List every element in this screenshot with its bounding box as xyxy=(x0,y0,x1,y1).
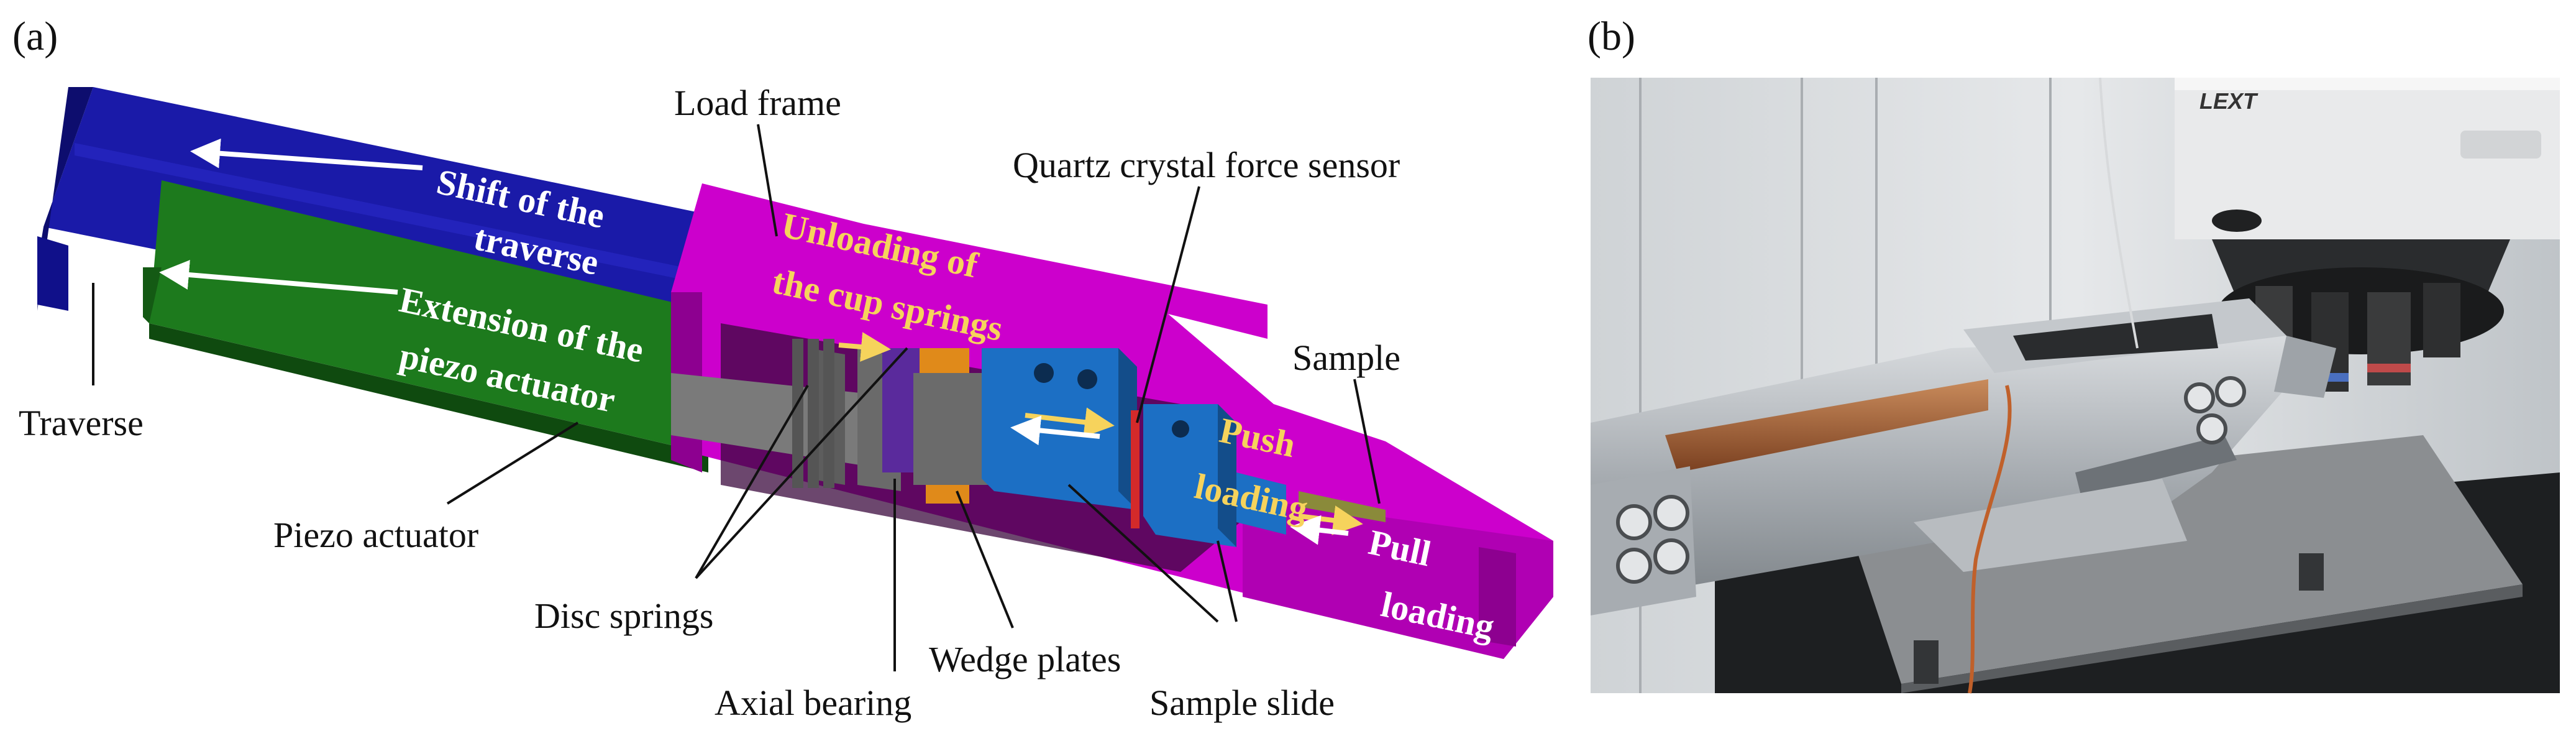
post-1 xyxy=(1914,640,1939,684)
gear-rack xyxy=(2075,435,2237,497)
label-traverse: Traverse xyxy=(19,403,144,443)
sensor-cable xyxy=(1968,385,2012,694)
leader-sample-slide-2 xyxy=(1217,540,1238,622)
testing-device xyxy=(1591,298,2336,615)
panel-b-photo: (b) LEXT xyxy=(1587,14,2560,694)
leader-quartz-sensor xyxy=(1136,186,1200,423)
leader-sample-slide-1 xyxy=(1067,484,1219,623)
label-sample-slide: Sample slide xyxy=(1149,683,1335,723)
piezo-actuator-bar xyxy=(143,180,708,472)
label-wedge-plates: Wedge plates xyxy=(929,639,1121,679)
label-sample: Sample xyxy=(1292,338,1400,378)
stage-plate-shadow xyxy=(1901,584,2523,693)
panel-b-label: (b) xyxy=(1587,14,1635,59)
label-load-frame: Load frame xyxy=(674,83,841,123)
label-quartz-sensor: Quartz crystal force sensor xyxy=(1013,145,1400,185)
push-arrow-white xyxy=(1010,415,1100,446)
extension-arrow xyxy=(159,260,398,295)
panel-a-cad-diagram: (a) xyxy=(12,14,1553,723)
leader-piezo-actuator xyxy=(446,421,579,505)
leader-wedge-plates xyxy=(956,490,1014,629)
wedge-plates-part xyxy=(913,348,988,504)
leader-disc-springs xyxy=(695,384,809,579)
lext-brand: LEXT xyxy=(2199,88,2259,114)
copper-channel xyxy=(1665,379,1988,472)
shift-arrow xyxy=(190,138,423,170)
thin-wire xyxy=(2099,77,2139,349)
leader-sample xyxy=(1353,379,1381,504)
post-2 xyxy=(2299,553,2324,591)
sample-slide-part xyxy=(982,348,1286,547)
panel-a-label: (a) xyxy=(12,14,58,59)
leader-load-frame xyxy=(757,124,778,237)
label-disc-springs: Disc springs xyxy=(534,596,713,636)
unloading-arrow xyxy=(838,332,891,362)
quartz-sensor-part xyxy=(1131,410,1140,528)
label-piezo-actuator: Piezo actuator xyxy=(273,515,478,555)
leader-disc-springs-2 xyxy=(695,347,908,579)
disc-springs-part xyxy=(792,339,834,488)
label-axial-bearing: Axial bearing xyxy=(715,683,911,723)
axial-bearing-part xyxy=(882,348,920,472)
bolts xyxy=(1616,376,2246,584)
pull-arrow-white xyxy=(1290,515,1349,545)
